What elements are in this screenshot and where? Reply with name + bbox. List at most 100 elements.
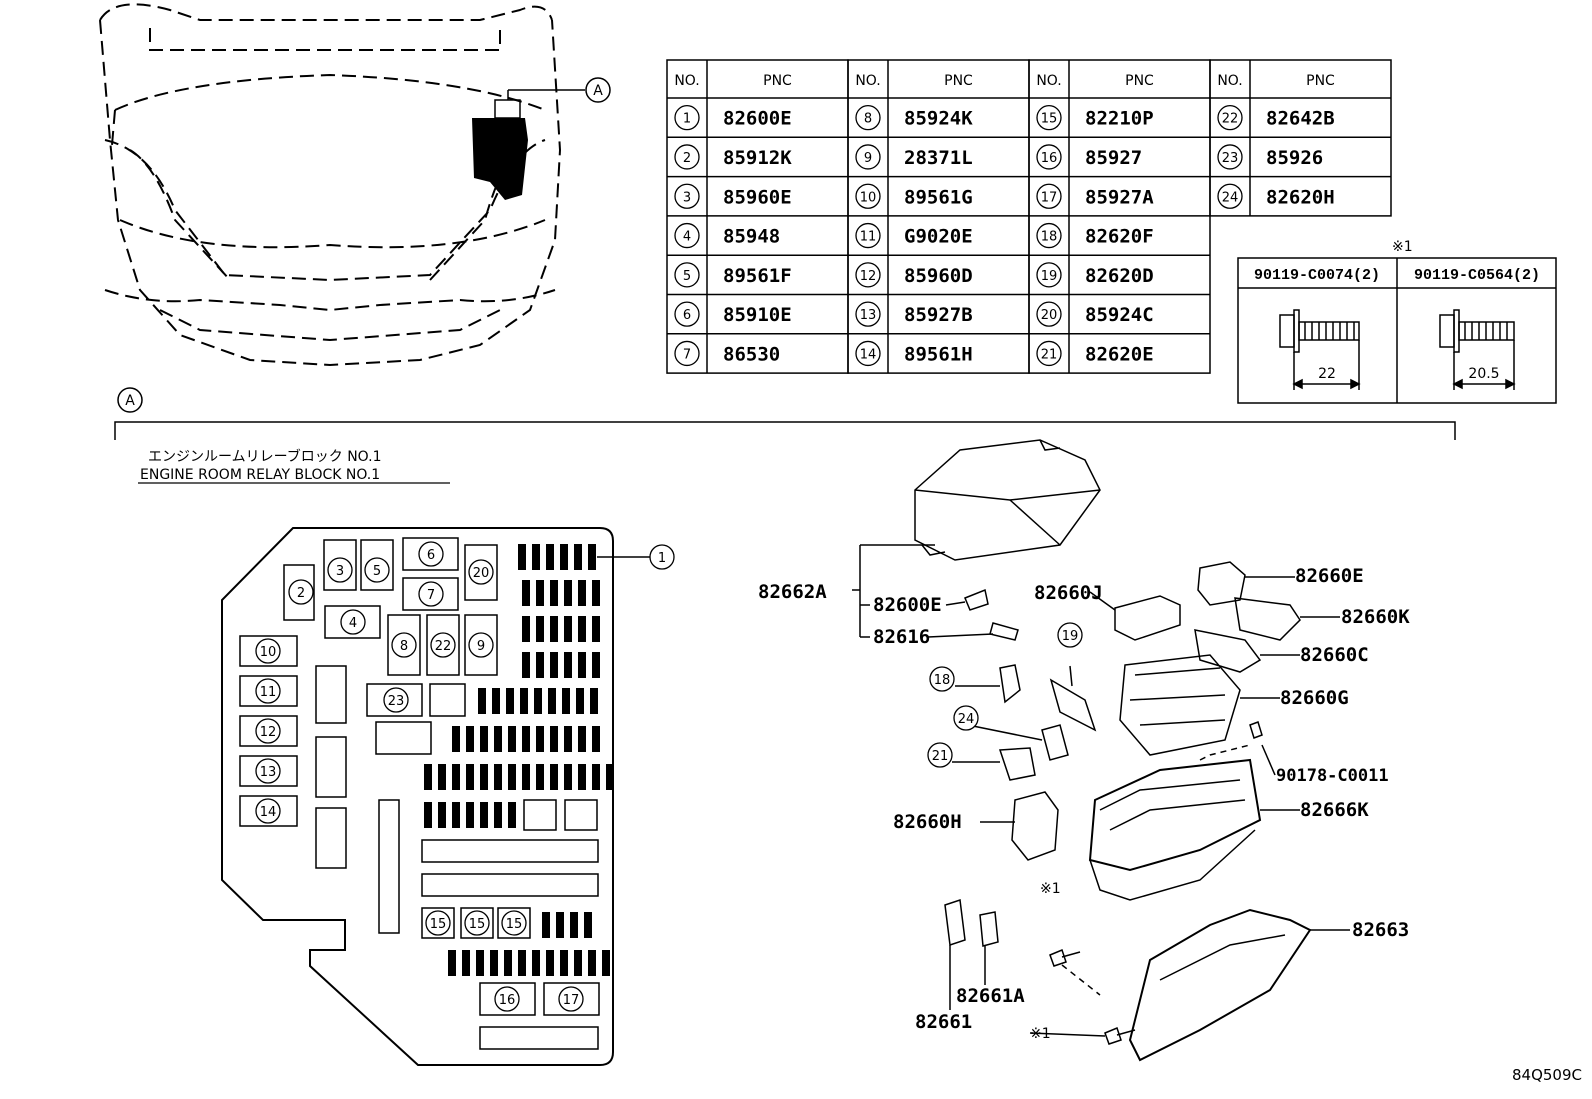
fuse [522, 764, 530, 790]
fuse [592, 580, 600, 606]
fuse [480, 764, 488, 790]
fuse [546, 544, 554, 570]
block-callout-circle [288, 579, 314, 605]
fuse [452, 764, 460, 790]
fuse [550, 764, 558, 790]
block-callout-2: 2 [297, 586, 305, 601]
figure-code: 84Q509C [1512, 1066, 1582, 1084]
fuse [584, 912, 592, 938]
row-number-circle [1036, 183, 1062, 209]
row-pnc: 85910E [723, 304, 792, 326]
fuse [494, 726, 502, 752]
fuse [534, 688, 542, 714]
header-no: NO. [1217, 73, 1242, 89]
row-number: 19 [1041, 269, 1058, 284]
row-number: 18 [1041, 230, 1058, 245]
block-callout-14: 14 [260, 805, 277, 820]
fuse [592, 726, 600, 752]
row-number: 6 [683, 308, 691, 323]
fuse [536, 580, 544, 606]
fuse [550, 652, 558, 678]
row-number: 8 [864, 112, 872, 127]
fuse [550, 616, 558, 642]
callout-24: 24 [953, 705, 979, 731]
fuse [574, 950, 582, 976]
fuse [548, 688, 556, 714]
fuse [592, 616, 600, 642]
row-number: 4 [683, 230, 691, 245]
row-number-circle [1036, 301, 1062, 327]
fuse [536, 764, 544, 790]
row-number-circle [1036, 340, 1062, 367]
block-callout-9: 9 [477, 639, 485, 654]
label-82662A: 82662A [758, 581, 827, 603]
row-number-circle [855, 262, 881, 288]
fuse [542, 912, 550, 938]
bolt-table: ※1 90119-C0074(2) 90119-C0564(2) 22 20.5 [1237, 239, 1557, 404]
row-pnc: 89561H [904, 343, 973, 365]
block-callout-6: 6 [427, 548, 435, 563]
fuse [508, 764, 516, 790]
block-callout-15: 15 [469, 917, 486, 932]
bolt-part-2: 90119-C0564(2) [1414, 267, 1540, 284]
row-pnc: 85926 [1266, 147, 1323, 169]
row-pnc: 85960E [723, 186, 792, 208]
svg-text:21: 21 [932, 749, 949, 764]
fuse [480, 726, 488, 752]
block-callout-15: 15 [430, 917, 447, 932]
fuse [588, 950, 596, 976]
fuse [462, 950, 470, 976]
row-number-circle [1217, 105, 1243, 131]
fuse [570, 912, 578, 938]
fuse [522, 616, 530, 642]
row-number-circle [855, 144, 881, 170]
fuse [602, 950, 610, 976]
row-pnc: 85927 [1085, 147, 1142, 169]
fuse [522, 580, 530, 606]
block-callout-circle [340, 609, 366, 635]
fuse [424, 802, 432, 828]
block-callout-circle [383, 687, 409, 713]
label-82600E: 82600E [873, 594, 942, 616]
row-pnc: 82620D [1085, 265, 1154, 287]
row-number: 14 [860, 347, 877, 362]
block-callout-22: 22 [435, 639, 452, 654]
view-a-label: A [125, 393, 135, 409]
block-callout-circle [327, 557, 353, 583]
bolt-note-mark: ※1 [1392, 239, 1413, 255]
fuse [452, 726, 460, 752]
label-82660K: 82660K [1341, 606, 1410, 628]
fuse [592, 764, 600, 790]
row-number-circle [674, 262, 700, 288]
row-pnc: 28371L [904, 147, 973, 169]
fuse [536, 652, 544, 678]
fuse [504, 950, 512, 976]
row-number-circle [674, 183, 700, 209]
exploded-labels: 82662A 82600E 82616 82660J 82660E 82660K… [758, 565, 1410, 1042]
exploded-parts [852, 439, 1350, 1062]
block-callout-20: 20 [473, 566, 490, 581]
row-number-circle [674, 144, 700, 170]
fuse [578, 616, 586, 642]
row-pnc: 85927B [904, 304, 973, 326]
fuse [562, 688, 570, 714]
vehicle-front-outline [99, 3, 562, 367]
row-number-circle [1036, 105, 1062, 131]
fuse [578, 764, 586, 790]
row-number: 13 [860, 308, 877, 323]
fuse [590, 688, 598, 714]
bolt-icon-1 [1279, 309, 1361, 390]
label-82660G: 82660G [1280, 687, 1349, 709]
fuse [592, 652, 600, 678]
row-number-circle [855, 105, 881, 131]
block-callout-7: 7 [427, 588, 435, 603]
fuse [564, 764, 572, 790]
row-number-circle [1036, 262, 1062, 288]
row-number: 22 [1222, 112, 1239, 127]
fuse [564, 616, 572, 642]
bolt-part-1: 90119-C0074(2) [1254, 267, 1380, 284]
fuse [448, 950, 456, 976]
view-a-label-top: A [593, 83, 603, 99]
